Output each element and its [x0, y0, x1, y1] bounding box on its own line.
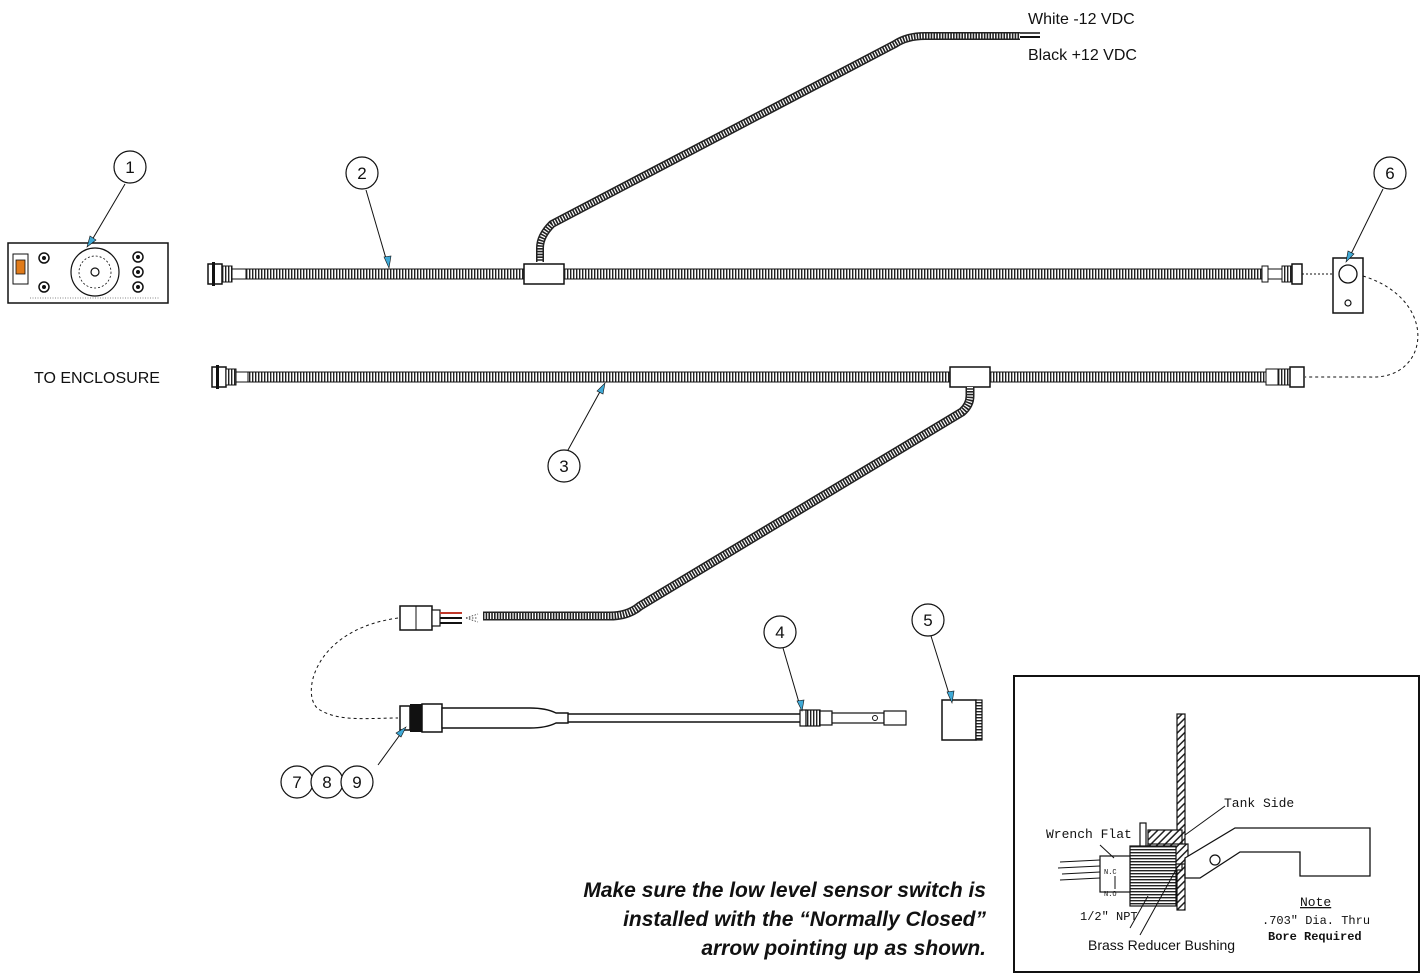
svg-text:5: 5	[923, 611, 932, 630]
harness-cable-3	[211, 365, 1305, 389]
callouts: 1 2 3 4 5 6	[86, 150, 1407, 799]
detail-note-title: Note	[1300, 895, 1331, 910]
tank-side-label: Tank Side	[1224, 796, 1294, 811]
sensor-plug-connector	[399, 605, 479, 631]
svg-text:9: 9	[352, 773, 361, 792]
dashed-connection-6-3	[1305, 275, 1419, 378]
callout-6: 6	[1345, 156, 1407, 263]
callout-1: 1	[86, 150, 147, 248]
power-branch-cable	[536, 32, 1040, 262]
level-sensor-switch	[799, 709, 907, 727]
npt-label: 1/2" NPT	[1080, 910, 1138, 924]
callout-5: 5	[911, 603, 955, 705]
svg-text:3: 3	[559, 457, 568, 476]
svg-text:8: 8	[322, 773, 331, 792]
control-panel	[7, 242, 169, 304]
dashed-connection-plug	[310, 617, 399, 720]
harness-cable-2	[207, 262, 1303, 286]
reducer-bushing	[941, 699, 983, 741]
pressure-switch-bracket	[1302, 257, 1364, 314]
callout-4: 4	[763, 615, 805, 712]
sensor-install-detail: N.C N.O Wrench Flat Tank Side 1/2" NPT N…	[1013, 675, 1420, 973]
sensor-branch-cable	[483, 387, 975, 621]
callout-2: 2	[345, 156, 392, 270]
nc-mark: N.C	[1104, 869, 1117, 877]
wrench-flat-label: Wrench Flat	[1046, 827, 1132, 842]
black-wire-label: Black +12 VDC	[1028, 47, 1137, 64]
white-wire-label: White -12 VDC	[1028, 11, 1135, 28]
callout-3: 3	[547, 382, 606, 483]
svg-text:6: 6	[1385, 164, 1394, 183]
note-line-1: Make sure the low level sensor switch is	[583, 879, 986, 902]
no-mark: N.O	[1104, 891, 1117, 899]
note-line-3: arrow pointing up as shown.	[701, 937, 986, 960]
dial-icon	[70, 247, 120, 297]
installation-note: Make sure the low level sensor switch is…	[466, 876, 986, 963]
svg-text:1: 1	[125, 158, 134, 177]
detail-note-line2: Bore Required	[1268, 930, 1362, 944]
detail-note-line1: .703" Dia. Thru	[1262, 914, 1370, 928]
svg-text:7: 7	[292, 773, 301, 792]
svg-text:2: 2	[357, 164, 366, 183]
bushing-label: Brass Reducer Bushing	[1088, 937, 1235, 953]
to-enclosure-label: TO ENCLOSURE	[34, 370, 160, 387]
sensor-cable	[399, 703, 800, 733]
svg-text:4: 4	[775, 623, 784, 642]
rocker-switch-icon	[15, 259, 26, 275]
note-line-2: installed with the “Normally Closed”	[623, 908, 986, 931]
callout-7-8-9: 7 8 9	[280, 726, 407, 799]
